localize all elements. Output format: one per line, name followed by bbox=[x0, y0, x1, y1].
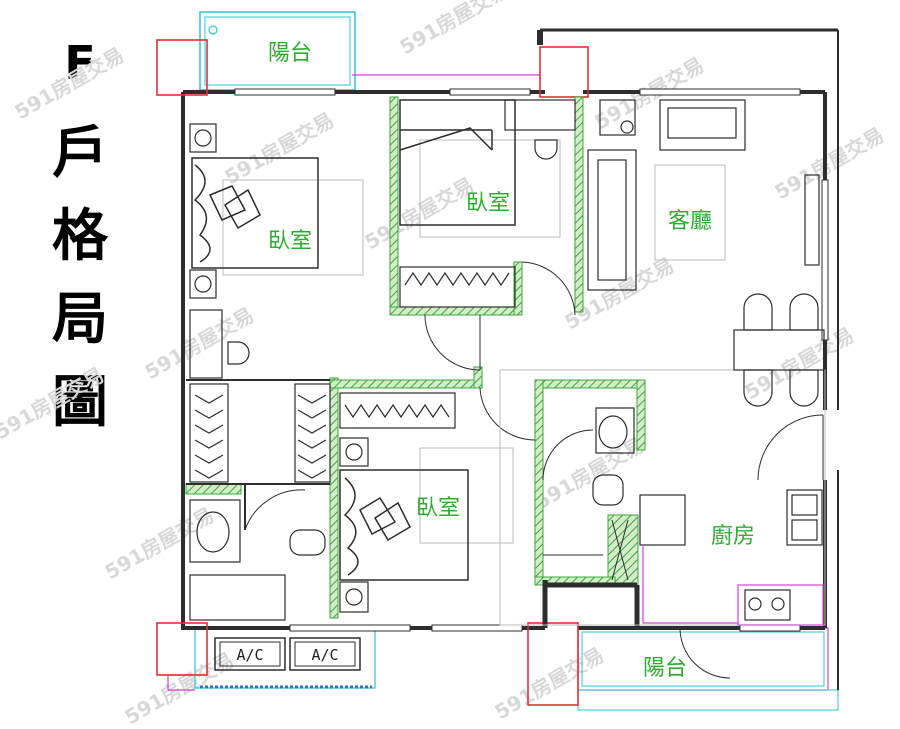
title-char-1: 戶 bbox=[52, 121, 108, 186]
ac-units: A/C A/C bbox=[214, 637, 361, 671]
room-labels: 陽台 臥室 臥室 客廳 臥室 廚房 陽台 bbox=[268, 41, 755, 681]
room-label-balcony-top: 陽台 bbox=[268, 41, 312, 66]
desks bbox=[189, 99, 686, 546]
watermark: 591房屋交易 bbox=[491, 643, 608, 725]
partition-walls bbox=[185, 96, 646, 619]
bed-lower bbox=[339, 469, 469, 581]
column bbox=[527, 622, 579, 706]
outer-walls bbox=[181, 28, 839, 690]
title-char-4: 圖 bbox=[52, 370, 108, 435]
room-label-bedroom-mid: 臥室 bbox=[466, 191, 510, 216]
watermark: 591房屋交易 bbox=[11, 43, 128, 125]
balcony-top bbox=[199, 11, 540, 91]
room-label-balcony-bottom: 陽台 bbox=[643, 656, 687, 681]
watermark: 591房屋交易 bbox=[361, 173, 478, 255]
ac-unit-label: A/C bbox=[311, 646, 338, 664]
kitchen-fixtures bbox=[642, 489, 824, 626]
interior-walls bbox=[186, 261, 824, 679]
nightstands bbox=[189, 123, 369, 613]
bed-mid bbox=[399, 99, 516, 226]
room-label-living-room: 客廳 bbox=[668, 209, 712, 234]
closets bbox=[189, 266, 516, 483]
ac-unit-box bbox=[214, 637, 286, 671]
bed-left bbox=[191, 157, 319, 269]
room-label-bedroom-left: 臥室 bbox=[268, 229, 312, 254]
furniture-outlines bbox=[222, 139, 826, 626]
watermark: 591房屋交易 bbox=[396, 0, 513, 59]
watermark: 591房屋交易 bbox=[771, 123, 888, 205]
room-label-bedroom-lower: 臥室 bbox=[416, 496, 460, 521]
ac-unit-label: A/C bbox=[236, 646, 263, 664]
living-room-furniture bbox=[587, 99, 825, 407]
balcony-bottom bbox=[577, 627, 839, 711]
column bbox=[156, 622, 208, 676]
room-label-kitchen: 廚房 bbox=[711, 524, 755, 549]
bathroom-fixtures bbox=[189, 407, 635, 621]
watermark: 591房屋交易 bbox=[221, 108, 338, 190]
column bbox=[156, 39, 208, 96]
title-unit-letter: F bbox=[64, 36, 96, 90]
title-char-2: 格 bbox=[52, 204, 108, 269]
watermark: 591房屋交易 bbox=[0, 363, 108, 445]
title-block: F 戶 格 局 圖 bbox=[40, 40, 120, 458]
ac-unit-box bbox=[289, 637, 361, 671]
column bbox=[539, 46, 589, 98]
watermark: 591房屋交易 bbox=[141, 303, 258, 385]
structural-columns bbox=[156, 39, 589, 706]
watermark: 591房屋交易 bbox=[741, 323, 858, 405]
watermark: 591房屋交易 bbox=[531, 433, 648, 515]
title-char-3: 局 bbox=[52, 287, 108, 352]
